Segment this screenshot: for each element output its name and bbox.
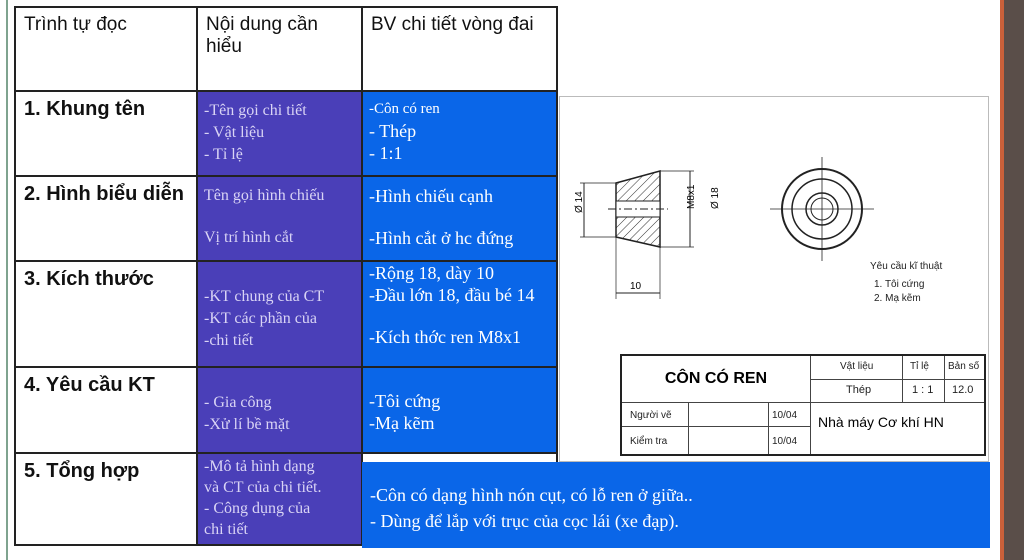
detail-line: -Mạ kẽm: [369, 413, 435, 433]
window-right-edge: [1000, 0, 1024, 560]
sheet-label: Bản số: [948, 361, 980, 372]
detail-cell: -Côn có ren - Thép - 1:1: [361, 90, 558, 177]
table-row: 1. Khung tên -Tên gọi chi tiết - Vật liệ…: [14, 90, 558, 177]
row-label: 5. Tổng hợp: [24, 460, 140, 482]
detail-line: -Hình chiếu cạnh: [369, 186, 493, 206]
content-cell: -Tên gọi chi tiết - Vật liệu - Tỉ lệ: [196, 90, 363, 177]
summary-panel: -Côn có dạng hình nón cụt, có lỗ ren ở g…: [362, 462, 990, 548]
note-line: 1. Tôi cứng: [874, 279, 925, 290]
part-name: CÔN CÓ REN: [622, 356, 811, 403]
content-line: - Gia công: [204, 394, 272, 411]
header-cell-detail: BV chi tiết vòng đai: [361, 6, 558, 92]
checked-by-label: Kiểm tra: [630, 436, 668, 447]
notes-title: Yêu cầu kĩ thuật: [870, 261, 943, 272]
row-label-cell: 4. Yêu cầu KT: [14, 366, 198, 454]
detail-cell: -Tôi cứng -Mạ kẽm: [361, 366, 558, 454]
detail-line: -Đầu lớn 18, đầu bé 14: [369, 285, 535, 305]
row-label: 3. Kích thước: [24, 268, 154, 290]
scale-value: 1 : 1: [912, 384, 934, 396]
row-label-cell: 5. Tổng hợp: [14, 452, 198, 546]
header-detail: BV chi tiết vòng đai: [371, 14, 534, 35]
scale-label: Tỉ lệ: [910, 361, 929, 372]
dim-bottom-label: 10: [630, 281, 642, 292]
header-content: Nội dung cần hiểu: [206, 14, 318, 57]
detail-line: -Kích thớc ren M8x1: [369, 327, 521, 347]
slide: Trình tự đọc Nội dung cần hiểu BV chi ti…: [0, 0, 1000, 560]
row-label: 4. Yêu cầu KT: [24, 374, 155, 396]
content-line: -chi tiết: [204, 332, 254, 349]
summary-line: - Dùng để lắp với trục của cọc lái (xe đ…: [370, 511, 679, 531]
content-line: - Công dụng của: [204, 500, 311, 517]
content-cell: -KT chung của CT -KT các phần của -chi t…: [196, 260, 363, 368]
row-label-cell: 1. Khung tên: [14, 90, 198, 177]
content-line: -Mô tả hình dạng: [204, 458, 315, 475]
table-row: 3. Kích thước -KT chung của CT -KT các p…: [14, 260, 558, 368]
header-reading-order: Trình tự đọc: [24, 14, 127, 35]
material-value: Thép: [846, 384, 872, 396]
content-cell: Tên gọi hình chiếu Vị trí hình cắt: [196, 175, 363, 262]
drawn-date: 10/04: [772, 410, 798, 421]
technical-requirements-notes: Yêu cầu kĩ thuật 1. Tôi cứng 2. Mạ kẽm: [870, 258, 942, 308]
content-line: và CT của chi tiết.: [204, 479, 322, 496]
detail-line: -Hình cắt ở hc đứng: [369, 228, 514, 248]
detail-cell: -Hình chiếu cạnh -Hình cắt ở hc đứng: [361, 175, 558, 262]
detail-line: -Rộng 18, dày 10: [369, 263, 494, 283]
drawing-svg: Ø 14 M8x1 Ø 18 10: [574, 157, 874, 299]
drawn-by-label: Người vẽ: [630, 410, 672, 421]
content-line: -KT chung của CT: [204, 288, 325, 305]
note-line: 2. Mạ kẽm: [874, 293, 921, 304]
slide-left-border: [6, 0, 8, 560]
content-line: -KT các phần của: [204, 310, 317, 327]
material-label: Vật liệu: [840, 361, 874, 372]
content-line: -Tên gọi chi tiết: [204, 102, 307, 119]
dim-right-label: Ø 18: [710, 187, 721, 209]
header-cell-content: Nội dung cần hiểu: [196, 6, 363, 92]
content-line: - Tỉ lệ: [204, 146, 243, 163]
content-cell: -Mô tả hình dạng và CT của chi tiết. - C…: [196, 452, 363, 546]
table-row: 2. Hình biểu diễn Tên gọi hình chiếu Vị …: [14, 175, 558, 262]
checked-date: 10/04: [772, 436, 798, 447]
table-header-row: Trình tự đọc Nội dung cần hiểu BV chi ti…: [14, 6, 558, 92]
content-line: Tên gọi hình chiếu: [204, 187, 325, 204]
table-row: 4. Yêu cầu KT - Gia công -Xử lí bề mặt -…: [14, 366, 558, 454]
dim-thread-label: M8x1: [686, 184, 697, 209]
detail-line: -Tôi cứng: [369, 391, 441, 411]
sheet-value: 12.0: [952, 384, 974, 396]
content-line: Vị trí hình cắt: [204, 229, 294, 246]
summary-line: -Côn có dạng hình nón cụt, có lỗ ren ở g…: [370, 485, 693, 505]
detail-cell: -Rộng 18, dày 10 -Đầu lớn 18, đầu bé 14 …: [361, 260, 558, 368]
dim-left-label: Ø 14: [574, 191, 585, 213]
title-block: CÔN CÓ REN Vật liệu Tỉ lệ Bản số Thép 1 …: [620, 354, 986, 456]
content-line: - Vật liệu: [204, 124, 265, 141]
row-label-cell: 2. Hình biểu diễn: [14, 175, 198, 262]
detail-line: - 1:1: [369, 143, 403, 163]
detail-line: - Thép: [369, 121, 417, 141]
reading-steps-table: Trình tự đọc Nội dung cần hiểu BV chi ti…: [14, 6, 558, 546]
factory-name: Nhà máy Cơ khí HN: [818, 414, 944, 430]
content-line: -Xử lí bề mặt: [204, 416, 290, 433]
content-line: chi tiết: [204, 521, 248, 538]
row-label: 2. Hình biểu diễn: [24, 183, 185, 205]
side-view: [770, 157, 874, 261]
section-view: [580, 170, 694, 299]
row-label: 1. Khung tên: [24, 98, 146, 120]
row-label-cell: 3. Kích thước: [14, 260, 198, 368]
header-cell-reading-order: Trình tự đọc: [14, 6, 198, 92]
detail-line: -Côn có ren: [369, 101, 440, 117]
content-cell: - Gia công -Xử lí bề mặt: [196, 366, 363, 454]
